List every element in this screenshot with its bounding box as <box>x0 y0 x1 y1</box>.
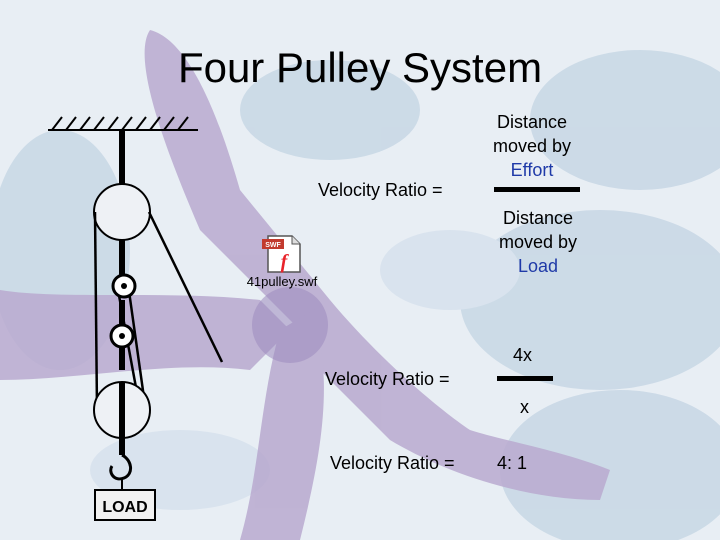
effort-word: Effort <box>510 160 554 180</box>
denominator-line-1: Distance <box>502 208 574 228</box>
fraction2-denominator: x <box>520 397 529 417</box>
ceiling <box>48 116 198 131</box>
swf-file-name: 41pulley.swf <box>246 274 318 289</box>
result-ratio: 4: 1 <box>497 453 528 473</box>
swf-badge: SWF <box>265 242 281 249</box>
denominator-line-2: moved by <box>498 232 578 252</box>
load-box <box>94 489 156 521</box>
vr-label-1: Velocity Ratio = <box>318 180 443 200</box>
fraction1-numerator: Distance moved by Effort <box>480 110 584 182</box>
fraction-bar-1 <box>494 187 580 192</box>
numerator-line-1: Distance <box>496 112 568 132</box>
fraction1-denominator: Distance moved by Load <box>486 206 590 278</box>
svg-text:f: f <box>281 251 290 273</box>
slide-title: Four Pulley System <box>177 44 543 91</box>
numerator-line-2: moved by <box>492 136 572 156</box>
load-label: LOAD <box>102 499 147 516</box>
swf-file[interactable]: SWF f 41pulley.swf <box>232 234 332 294</box>
swf-file-icon: SWF f <box>262 235 301 273</box>
fraction-bar-2 <box>497 376 553 381</box>
top-pulley <box>93 183 151 241</box>
load-word: Load <box>517 256 559 276</box>
fraction2-numerator: 4x <box>513 345 533 365</box>
vr-label-3: Velocity Ratio = <box>330 453 455 473</box>
vr-label-2: Velocity Ratio = <box>325 369 450 389</box>
hook <box>109 453 132 481</box>
